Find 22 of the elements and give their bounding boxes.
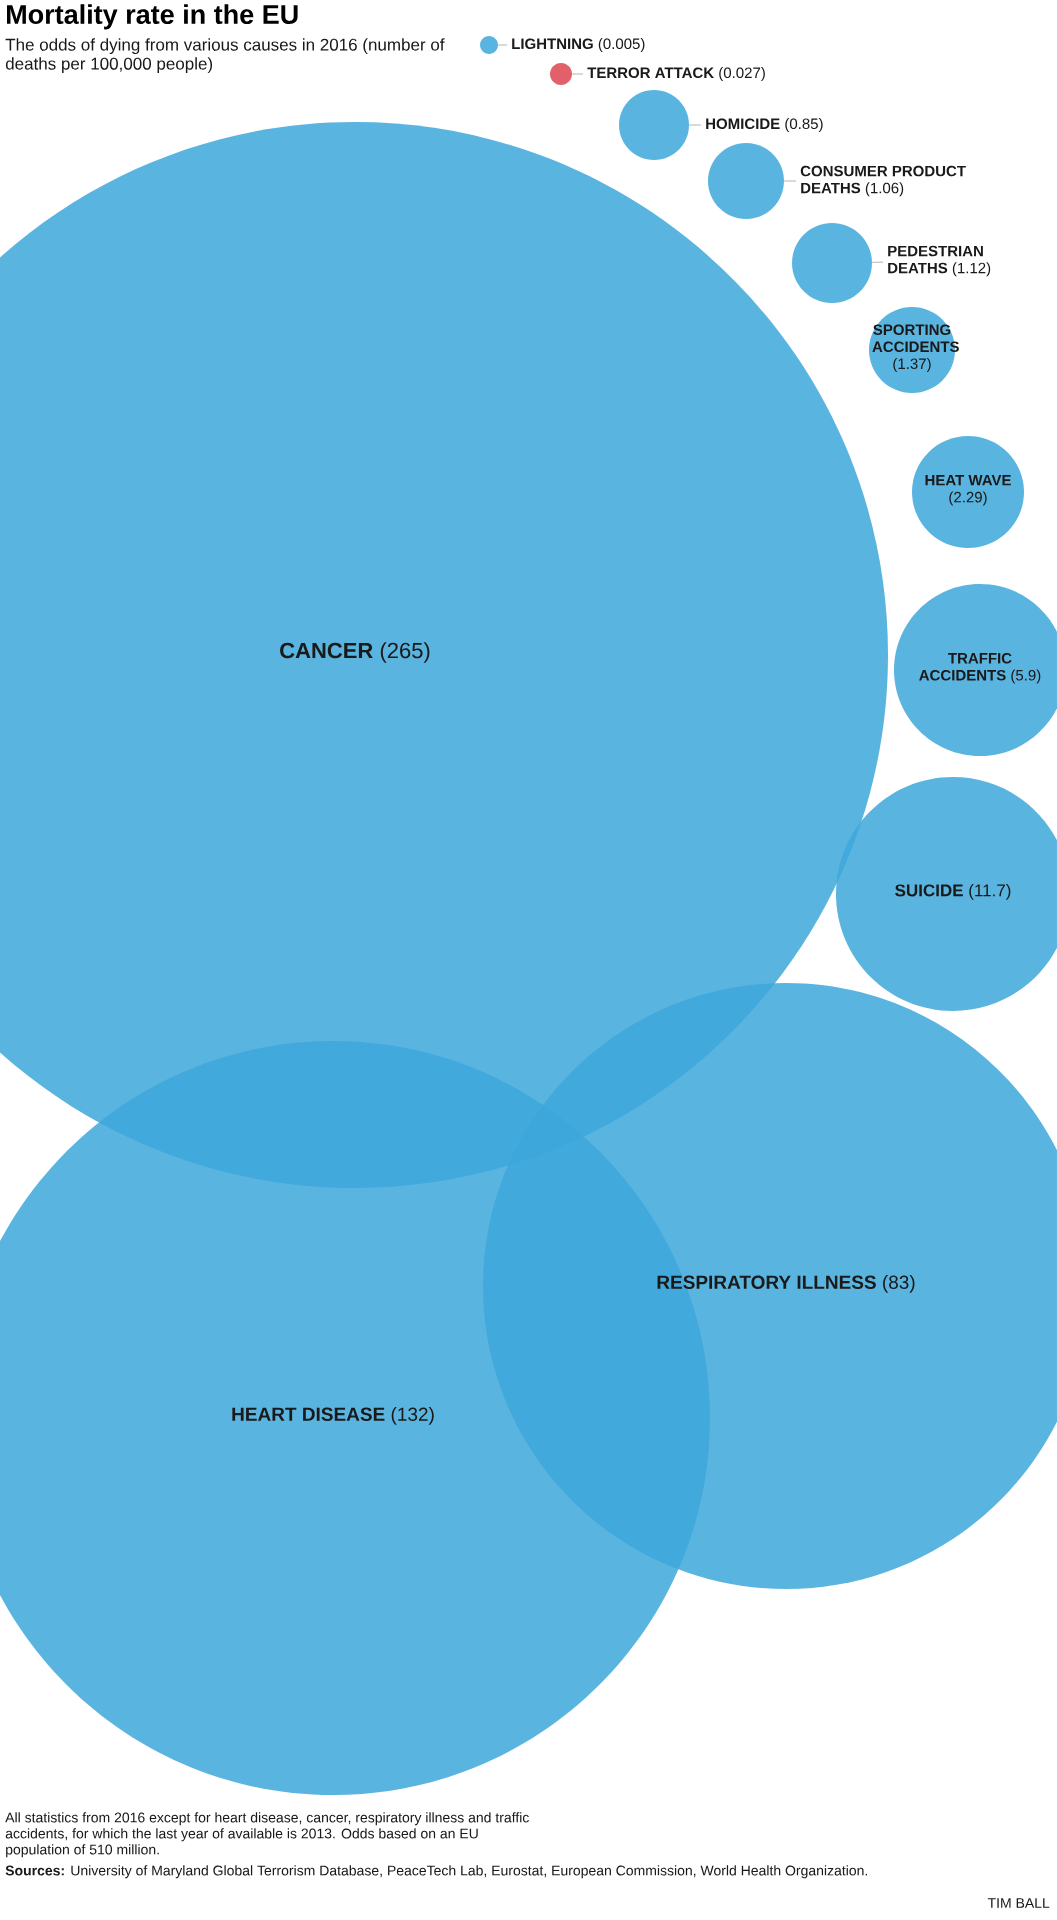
leader-line — [497, 44, 508, 46]
bubble — [550, 63, 572, 85]
title: Mortality rate in the EU — [7, 4, 298, 30]
bubble — [708, 143, 784, 219]
bubble-label: LIGHTNING (0.005) — [512, 38, 645, 52]
leader-line — [783, 180, 797, 182]
leader-line — [688, 124, 702, 126]
bubble-label: PEDESTRIAN DEATHS (1.12) — [888, 245, 991, 277]
bubble — [480, 36, 498, 54]
subtitle: The odds of dying from various causes in 2016 (number of deaths per 100,000 people) — [5, 38, 445, 74]
bubble: TRAFFIC ACCIDENTS (5.9) — [894, 584, 1057, 756]
footnote: All statistics from 2016 except for heart disease, cancer, respiratory illness and traffic accidents, for which the last year of available is 2013. Odds based on an EU population of 510 million. — [5, 1812, 529, 1858]
bubble — [619, 90, 689, 160]
bubble — [792, 223, 872, 303]
bubble-label: TERROR ATTACK (0.027) — [587, 67, 765, 81]
bubble: HEAT WAVE (2.29) — [912, 436, 1024, 548]
bubble: SUICIDE (11.7) — [836, 777, 1057, 1011]
leader-line — [871, 261, 884, 263]
credit: TIM BALL — [987, 1898, 1050, 1908]
leader-line — [571, 73, 584, 75]
source-note: Sources: University of Maryland Global Terrorism Database, PeaceTech Lab, Eurostat, European Commission, World Health Organization. — [5, 1865, 867, 1879]
bubble: RESPIRATORY ILLNESS (83) — [483, 983, 1057, 1589]
